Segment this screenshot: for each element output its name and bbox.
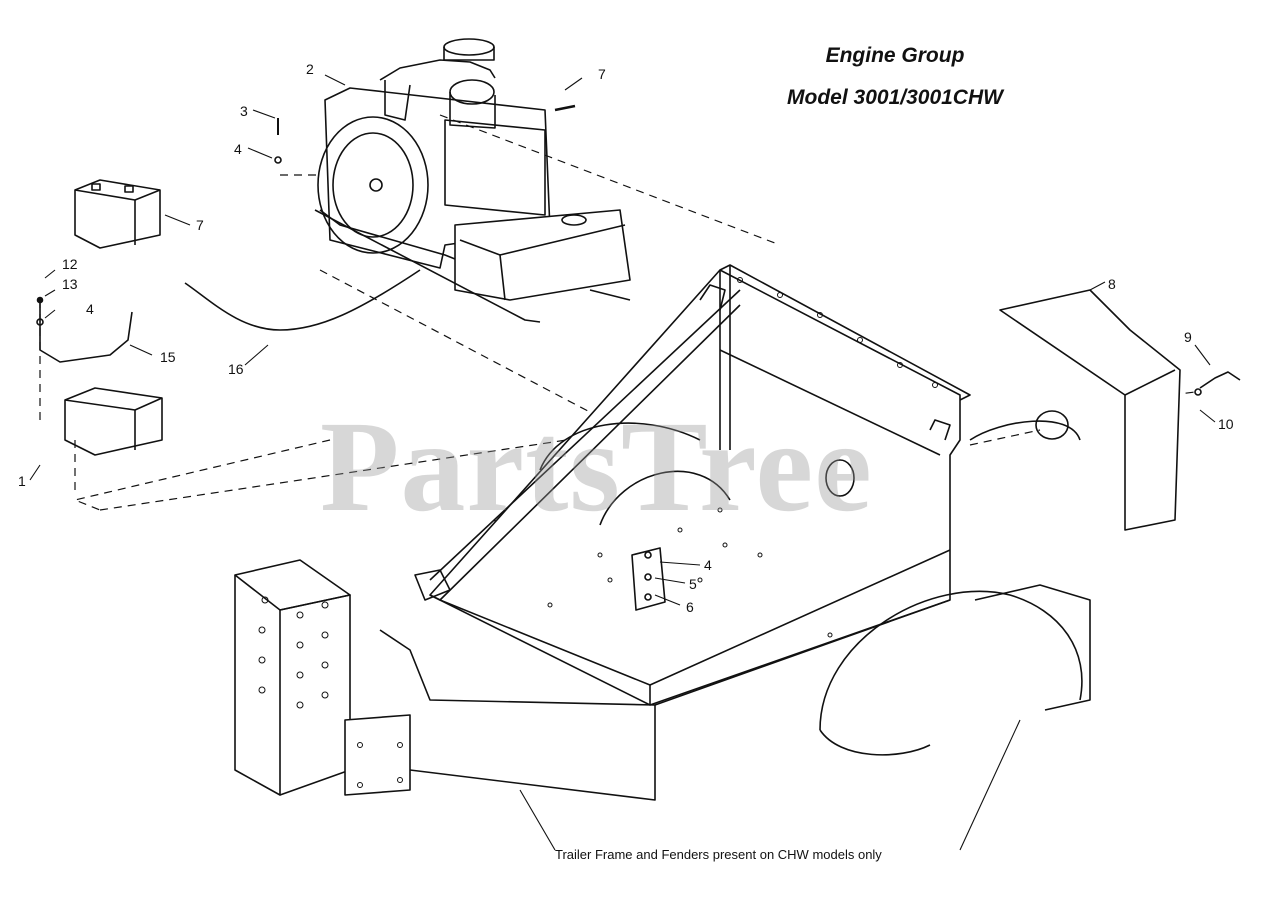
trailer-illustration (234, 420, 1091, 801)
diagram-subtitle: Model 3001/3001CHW (787, 86, 1003, 109)
shield-illustration (999, 289, 1181, 531)
battery-cable-15 (39, 300, 133, 363)
callout-9: 9 (1184, 329, 1192, 345)
callout-13: 13 (62, 276, 78, 292)
callout-1: 1 (18, 473, 26, 489)
callout-4c: 4 (704, 557, 712, 573)
callout-7a: 7 (598, 66, 606, 82)
callout-15: 15 (160, 349, 176, 365)
callout-12: 12 (62, 256, 78, 272)
callout-6: 6 (686, 599, 694, 615)
frame-illustration (414, 264, 971, 706)
battery-illustration (74, 179, 161, 249)
callout-4a: 4 (234, 141, 242, 157)
battery-tray-illustration (64, 387, 163, 456)
callout-16: 16 (228, 361, 244, 377)
footnote-text: Trailer Frame and Fenders present on CHW… (555, 847, 882, 862)
callout-7b: 7 (196, 217, 204, 233)
mount-plate-illustration (631, 547, 666, 611)
callout-10: 10 (1218, 416, 1234, 432)
callout-3: 3 (240, 103, 248, 119)
callout-4b: 4 (86, 301, 94, 317)
engine-illustration (314, 38, 631, 323)
callout-5: 5 (689, 576, 697, 592)
callout-8: 8 (1108, 276, 1116, 292)
watermark-text: PartsTree (320, 395, 873, 539)
chute-port-illustration (1035, 410, 1069, 440)
callout-2: 2 (306, 61, 314, 77)
battery-cable-16 (184, 269, 421, 331)
diagram-title: Engine Group (825, 44, 965, 67)
